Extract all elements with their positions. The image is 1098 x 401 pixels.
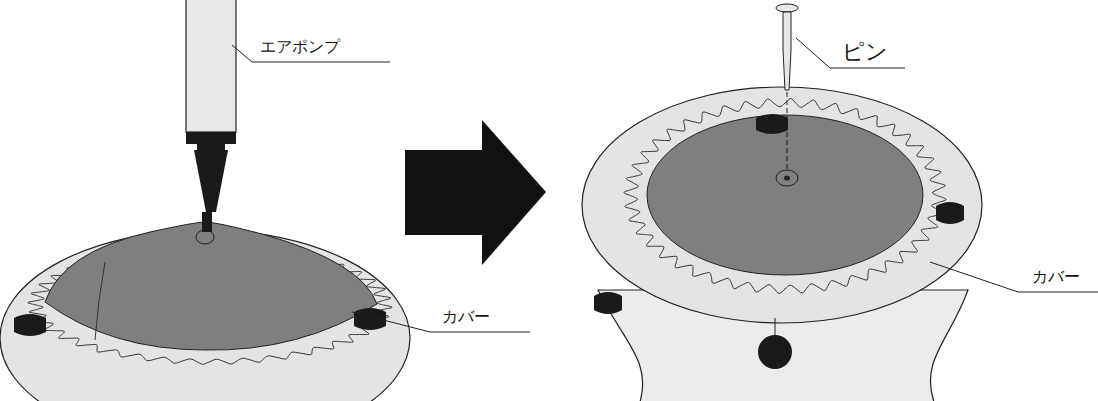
illustration-part xyxy=(95,262,105,340)
illustration-part xyxy=(776,170,798,186)
part-label: ピン xyxy=(840,40,890,64)
illustration-part xyxy=(624,99,946,294)
illustration-part xyxy=(624,99,946,294)
illustration-part xyxy=(197,144,225,152)
illustration-part xyxy=(202,212,212,232)
illustration-part xyxy=(647,115,923,275)
illustration-part xyxy=(930,262,1098,292)
illustration-part xyxy=(776,4,798,12)
illustration-part xyxy=(582,87,982,323)
part-label: カバー xyxy=(1030,268,1082,286)
part-label: エアポンプ xyxy=(258,38,342,56)
illustration-part xyxy=(796,38,905,68)
illustration-part xyxy=(405,120,546,265)
illustration-part xyxy=(194,150,228,212)
illustration-part xyxy=(186,0,236,132)
illustration-part xyxy=(936,202,964,224)
illustration-part xyxy=(594,292,622,314)
part-label: カバー xyxy=(440,308,492,326)
illustration-part xyxy=(196,230,214,244)
illustration-part xyxy=(784,176,790,181)
illustration-part xyxy=(45,222,377,350)
illustration-part xyxy=(758,335,792,369)
illustration-part xyxy=(787,92,788,170)
illustration-part xyxy=(14,314,46,336)
illustration-part xyxy=(756,114,788,134)
illustration-part xyxy=(186,132,236,144)
illustration-part xyxy=(783,12,791,90)
